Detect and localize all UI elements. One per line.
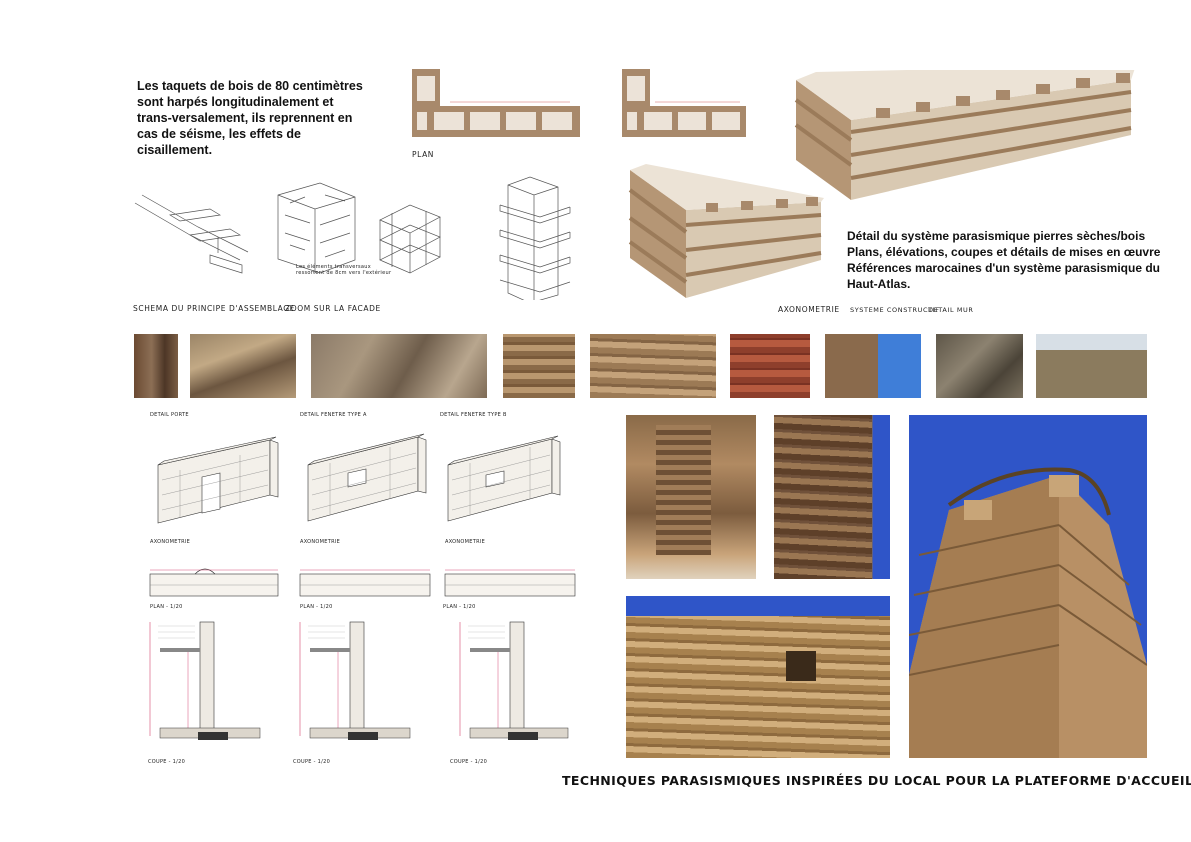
description-line-2: Plans, élévations, coupes et détails de … <box>847 245 1161 259</box>
section-3 <box>459 621 569 740</box>
photo-red-wall <box>730 334 810 398</box>
photo-stone-wall-construction <box>311 334 487 398</box>
plan-1-label: PLAN - 1/20 <box>150 604 183 610</box>
section-1 <box>149 621 261 740</box>
axo-window-a-wall <box>307 433 427 522</box>
coupe-3-label: COUPE - 1/20 <box>450 759 488 765</box>
detail-fenetre-a-label: DETAIL FENETRE TYPE A <box>300 412 367 418</box>
axonometric-details <box>157 433 561 524</box>
description-line-3: Références marocaines d'un système paras… <box>847 261 1160 291</box>
photo-stone-texture-2 <box>590 334 716 398</box>
axo-door-wall <box>157 436 279 524</box>
plan-drawings <box>412 69 746 137</box>
schema-label: SCHEMA DU PRINCIPE D'ASSEMBLAGE <box>133 304 296 313</box>
photo-stone-closeup <box>936 334 1023 398</box>
photo-tower-facade <box>774 415 890 579</box>
description: Détail du système parasismique pierres s… <box>847 228 1167 292</box>
plan-2-label: PLAN - 1/20 <box>300 604 333 610</box>
coupe-1-label: COUPE - 1/20 <box>148 759 186 765</box>
timber-frame-sketch <box>379 204 441 274</box>
detail-fenetre-b-label: DETAIL FENETRE TYPE B <box>440 412 507 418</box>
detail-mur-label: DETAIL MUR <box>928 306 974 314</box>
axo-window-b-wall <box>447 435 561 522</box>
axonometric-walls <box>628 70 1135 298</box>
coupe-2-label: COUPE - 1/20 <box>293 759 331 765</box>
photo-tower-small <box>825 334 921 398</box>
photo-stone-texture-1 <box>503 334 575 398</box>
assembly-sketches <box>134 176 571 300</box>
axonometrie-1-label: AXONOMETRIE <box>150 539 191 545</box>
page-title: TECHNIQUES PARASISMIQUES INSPIRÉES DU LO… <box>562 773 1191 788</box>
zoom-note: Les éléments transversaux ressortent de … <box>296 264 392 276</box>
axo-wall-small <box>628 164 824 298</box>
schema-sketch <box>134 194 249 274</box>
tall-column-sketch <box>499 176 571 300</box>
description-line-1: Détail du système parasismique pierres s… <box>847 229 1146 243</box>
plan-3-label: PLAN - 1/20 <box>443 604 476 610</box>
photo-tower-top <box>626 596 890 758</box>
facade-zoom-sketch <box>277 182 356 274</box>
plan-details <box>149 568 576 597</box>
photo-tower-mountain <box>626 415 756 579</box>
plan-1 <box>412 69 580 137</box>
section-details <box>149 621 569 740</box>
photo-stone-courtyard <box>1036 334 1147 398</box>
systeme-label: SYSTEME CONSTRUCTIF <box>850 306 940 314</box>
plan-label: PLAN <box>412 150 435 159</box>
zoom-label: ZOOM SUR LA FACADE <box>285 304 381 313</box>
intro-text: Les taquets de bois de 80 centimètres so… <box>137 79 363 157</box>
axonometrie-2-label: AXONOMETRIE <box>300 539 341 545</box>
photo-tower-sky <box>909 415 1147 758</box>
axonometrie-3-label: AXONOMETRIE <box>445 539 486 545</box>
axo-wall-large <box>794 70 1135 200</box>
photo-wood-column <box>134 334 178 398</box>
detail-porte-label: DETAIL PORTE <box>150 412 189 418</box>
axonometrie-label: AXONOMETRIE <box>778 305 840 314</box>
photo-timber-beams <box>190 334 296 398</box>
plan-2 <box>622 69 746 137</box>
section-2 <box>299 621 411 740</box>
